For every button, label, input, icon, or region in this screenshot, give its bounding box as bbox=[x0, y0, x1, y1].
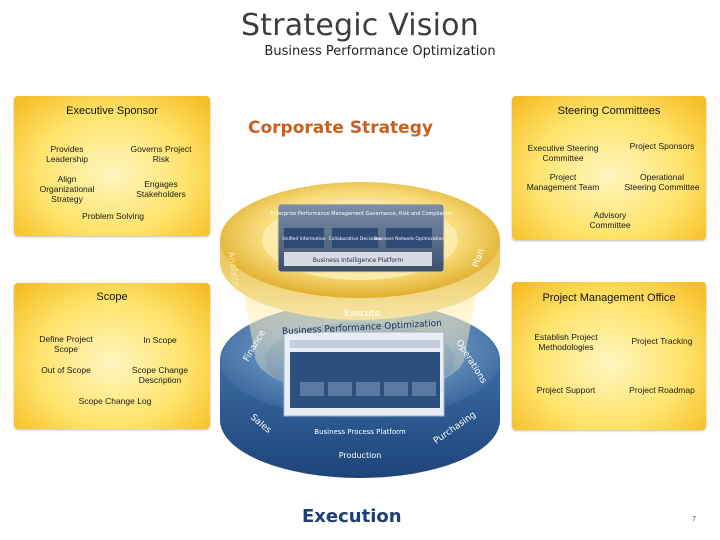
page-title: Strategic Vision bbox=[241, 8, 479, 43]
scope-change-description: Scope Change Description bbox=[131, 365, 189, 385]
establish-project-methodologies: Establish Project Methodologies bbox=[534, 332, 598, 352]
project-support: Project Support bbox=[536, 385, 596, 395]
project-tracking: Project Tracking bbox=[631, 336, 693, 346]
page-subtitle: Business Performance Optimization bbox=[264, 44, 496, 59]
project-sponsors: Project Sponsors bbox=[629, 141, 695, 151]
define-project-scope: Define Project Scope bbox=[39, 334, 93, 354]
scope-title: Scope bbox=[96, 291, 128, 303]
platform-module-2: Collaborative Decisions bbox=[329, 236, 382, 242]
executive-steering-committee: Executive Steering Committee bbox=[527, 143, 599, 163]
engages-stakeholders: Engages Stakeholders bbox=[136, 179, 186, 199]
platform-title: Enterprise Performance Management Govern… bbox=[271, 211, 452, 217]
scope-change-log: Scope Change Log bbox=[78, 396, 152, 406]
provides-leadership: Provides Leadership bbox=[45, 144, 89, 164]
execute-label: Execute bbox=[344, 309, 380, 319]
operational-steering-committee: Operational Steering Committee bbox=[624, 172, 700, 192]
steering-committees-panel: Steering Committees Executive Steering C… bbox=[512, 96, 706, 240]
bottom-sub-label: Production bbox=[339, 451, 382, 460]
out-of-scope: Out of Scope bbox=[41, 365, 91, 375]
platform-module-1: Unified Information bbox=[282, 236, 325, 242]
governs-project-risk: Governs Project Risk bbox=[130, 144, 192, 164]
executive-sponsor-title: Executive Sponsor bbox=[66, 105, 158, 117]
problem-solving: Problem Solving bbox=[82, 211, 144, 221]
align-org-strategy: Align Organizational Strategy bbox=[39, 174, 95, 204]
project-roadmap: Project Roadmap bbox=[629, 385, 695, 395]
bottom-platform-screen bbox=[283, 331, 445, 417]
steering-committees-title: Steering Committees bbox=[557, 105, 661, 117]
platform-module-3: Business Network Optimization bbox=[374, 236, 444, 242]
top-platform-screen bbox=[277, 203, 445, 273]
bottom-platform-label: Business Process Platform bbox=[314, 428, 406, 436]
in-scope: In Scope bbox=[143, 335, 177, 345]
project-management-team: Project Management Team bbox=[526, 172, 600, 192]
scope-panel: Scope Define Project Scope In Scope Out … bbox=[14, 283, 210, 429]
advisory-committee: Advisory Committee bbox=[589, 210, 631, 230]
platform-base: Business Intelligence Platform bbox=[313, 257, 404, 264]
pmo-panel: Project Management Office Establish Proj… bbox=[512, 282, 706, 430]
corporate-strategy-label: Corporate Strategy bbox=[248, 118, 433, 138]
pmo-title: Project Management Office bbox=[542, 292, 676, 304]
execution-label: Execution bbox=[302, 506, 402, 527]
page-number: 7 bbox=[692, 516, 696, 523]
executive-sponsor-panel: Executive Sponsor Provides Leadership Go… bbox=[14, 96, 210, 236]
